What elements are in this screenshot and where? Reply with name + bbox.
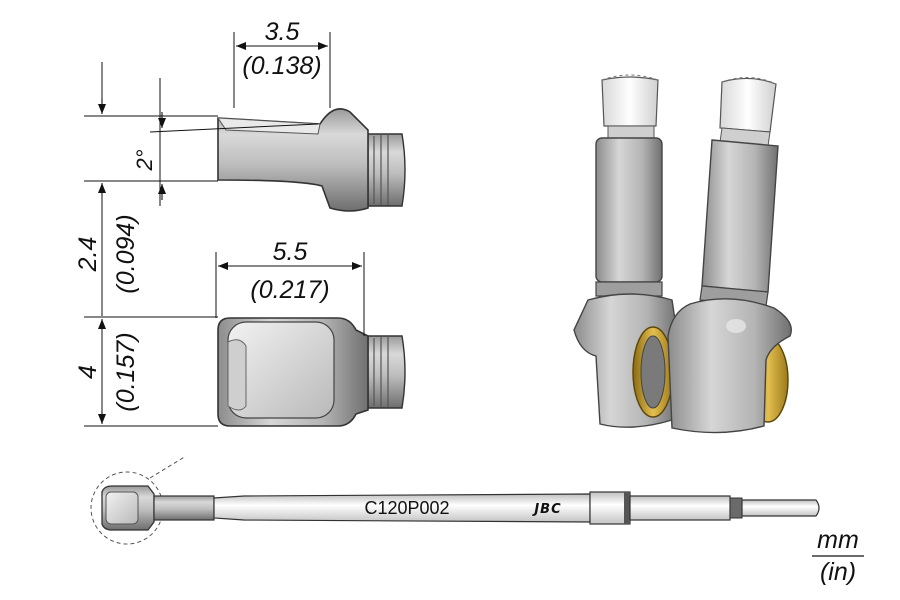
dim-tip-width-side-mm: 4 [74, 365, 102, 379]
units-secondary: (in) [820, 558, 856, 586]
jbc-logo: JBC [531, 502, 561, 517]
dim-tip-length: 3.5 (0.138) [233, 18, 331, 108]
dim-tip-width-side-in: (0.157) [112, 332, 140, 411]
dim-tip-width-top-mm: 5.5 [273, 238, 308, 266]
dim-tip-angle: 2° [132, 78, 319, 206]
cartridge-part-number: C120P002 [364, 498, 449, 518]
units-legend: mm (in) [812, 526, 864, 586]
dim-tip-angle-value: 2° [132, 149, 157, 171]
dim-tip-length-in: (0.138) [242, 52, 321, 80]
dim-tip-thickness-in: (0.094) [112, 214, 140, 293]
tip-top-view [217, 317, 406, 427]
dim-tip-width-top-in: (0.217) [250, 276, 329, 304]
dim-tip-thickness: 2.4 (0.094) [74, 62, 218, 316]
dim-tip-width-side: 4 (0.157) [74, 316, 218, 427]
cartridge-full-view: C120P002 JBC [90, 455, 820, 545]
dim-tip-width-top: 5.5 (0.217) [215, 238, 365, 336]
tip-side-profile [217, 108, 406, 212]
dim-tip-length-mm: 3.5 [265, 18, 300, 46]
tweezer-tips-3d-render [573, 74, 792, 434]
units-primary: mm [817, 526, 859, 554]
collar-ribs-bottom [367, 335, 406, 409]
left-prong [573, 74, 679, 428]
right-prong [667, 77, 792, 434]
collar-ribs [367, 133, 406, 207]
dim-tip-thickness-mm: 2.4 [74, 237, 102, 273]
